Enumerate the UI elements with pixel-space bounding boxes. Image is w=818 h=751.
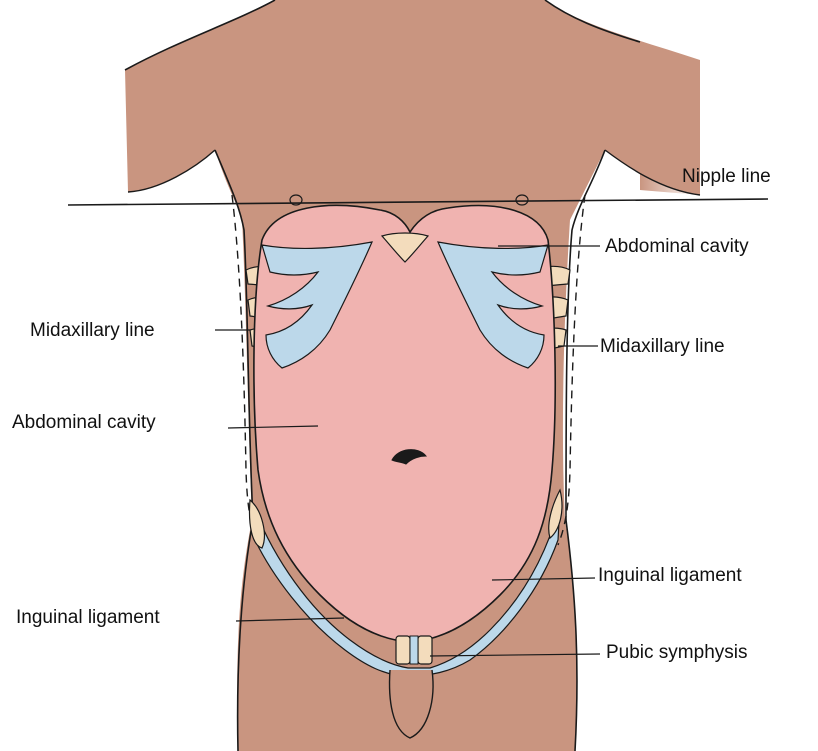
midaxillary-line-label-right: Midaxillary line xyxy=(600,336,725,358)
pubic-symphysis-label: Pubic symphysis xyxy=(606,642,748,664)
right-nipple xyxy=(516,195,528,205)
midaxillary-line-label-left: Midaxillary line xyxy=(30,320,155,342)
nipple-line-label: Nipple line xyxy=(682,166,771,188)
abdominal-cavity-label-right: Abdominal cavity xyxy=(605,236,749,258)
inguinal-ligament-label-right: Inguinal ligament xyxy=(598,565,742,587)
inguinal-ligament-label-left: Inguinal ligament xyxy=(16,607,160,629)
pubic-symphysis-left-bone xyxy=(396,636,410,664)
abdominal-cavity-label-left: Abdominal cavity xyxy=(12,412,156,434)
pubic-symphysis-right-bone xyxy=(418,636,432,664)
pubic-symphysis-disc xyxy=(410,636,418,664)
